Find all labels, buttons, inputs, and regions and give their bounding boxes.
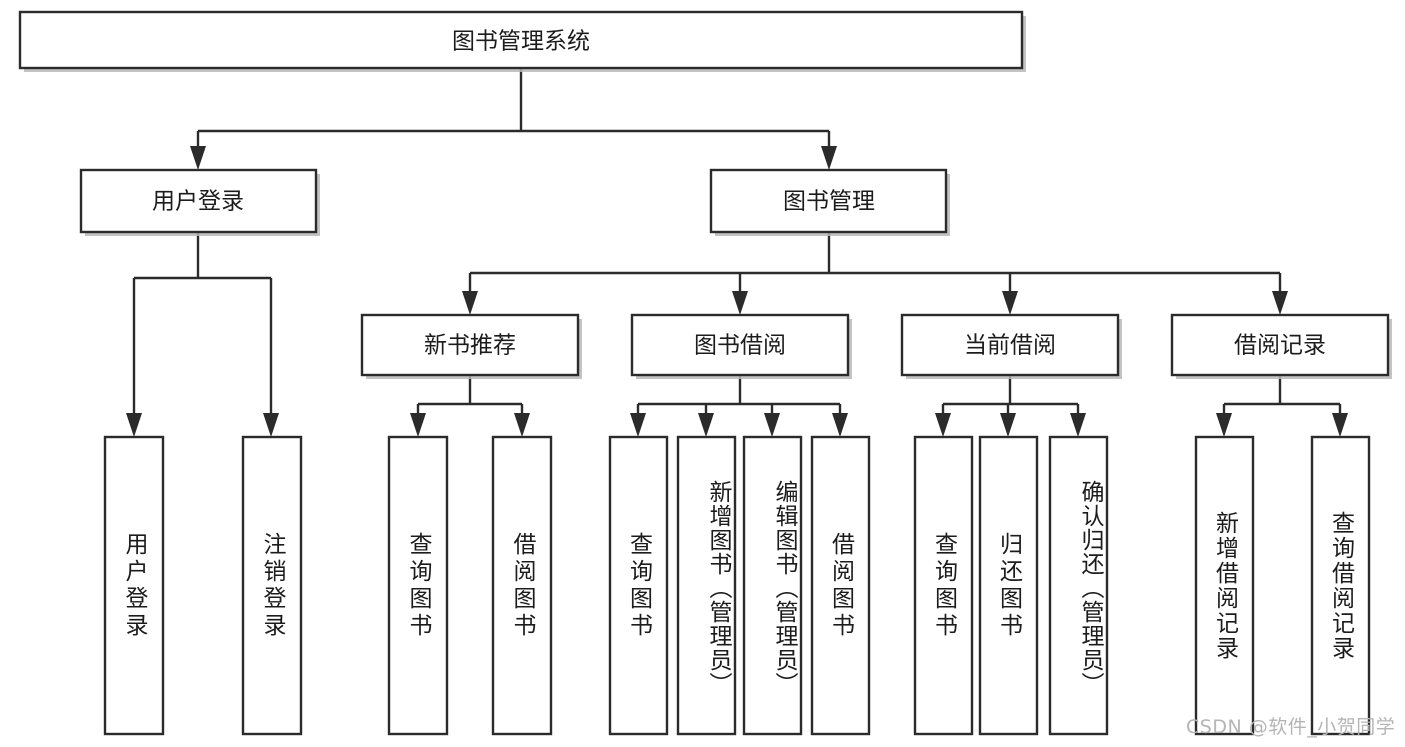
leaf-current-query[interactable]	[913, 435, 974, 736]
leaf-current-return-rect[interactable]	[978, 435, 1039, 736]
arrow-head-borrow	[732, 291, 748, 315]
node-book-management-rect[interactable]	[709, 168, 948, 234]
leaf-label-current-return: 归还图书	[995, 531, 1022, 640]
arrow-head-record	[1272, 291, 1288, 315]
arrow-head-user-login	[190, 146, 206, 170]
leaf-label-borrow-add: 新增图书（管理员）	[705, 479, 731, 696]
node-new-book-recommend-rect[interactable]	[360, 313, 580, 377]
node-user-login-label: 用户登录	[152, 189, 244, 215]
node-book-management[interactable]: 图书管理	[709, 168, 950, 236]
arrow-head-borrow-leaf-1	[630, 413, 646, 437]
arrow-head-newbook-leaf-2	[514, 413, 530, 437]
arrow-head-leaf-logout	[263, 413, 279, 437]
leaf-record-add-rect[interactable]	[1194, 435, 1255, 736]
leaf-newbook-borrow-rect[interactable]	[491, 435, 553, 736]
leaf-label-newbook-query: 查询图书	[405, 531, 431, 640]
leaf-label-borrow-lend: 借阅图书	[827, 531, 854, 640]
leaf-current-confirm-rect[interactable]	[1048, 435, 1109, 736]
leaf-label-current-query: 查询图书	[930, 531, 957, 640]
arrow-head-current	[1002, 291, 1018, 315]
csdn-watermark: CSDN @软件_小贺同学	[1186, 716, 1396, 738]
leaf-label-record-add: 新增借阅记录	[1211, 510, 1238, 661]
leaf-label-user-login: 用户登录	[121, 531, 147, 640]
node-book-borrow-label: 图书借阅	[694, 333, 786, 359]
leaf-newbook-query-rect[interactable]	[387, 435, 449, 736]
leaf-label-borrow-edit: 编辑图书（管理员）	[771, 479, 797, 696]
arrow-head-newbook	[462, 291, 478, 315]
leaf-user-login-login[interactable]	[103, 435, 165, 736]
node-root-label: 图书管理系统	[452, 29, 590, 55]
arrow-head-record-leaf-1	[1216, 413, 1232, 437]
node-root[interactable]: 图书管理系统	[18, 10, 1026, 72]
leaf-borrow-lend[interactable]	[810, 435, 871, 736]
node-borrow-record-rect[interactable]	[1170, 313, 1390, 377]
node-borrow-record[interactable]: 借阅记录	[1170, 313, 1392, 379]
arrow-head-book-mgmt	[821, 146, 837, 170]
leaf-record-add[interactable]	[1194, 435, 1255, 736]
node-user-login-rect[interactable]	[79, 168, 318, 234]
leaf-borrow-edit-rect[interactable]	[742, 435, 803, 736]
arrow-head-current-leaf-1	[935, 413, 951, 437]
arrow-head-record-leaf-2	[1332, 413, 1348, 437]
arrow-head-borrow-leaf-3	[764, 413, 780, 437]
leaf-current-return[interactable]	[978, 435, 1039, 736]
leaf-current-query-rect[interactable]	[913, 435, 974, 736]
leaf-current-confirm[interactable]	[1048, 435, 1109, 736]
connector-layer	[126, 68, 1348, 437]
arrow-head-leaf-user-login	[126, 413, 142, 437]
leaf-borrow-query-rect[interactable]	[608, 435, 669, 736]
leaf-borrow-edit[interactable]	[742, 435, 803, 736]
leaf-record-query-rect[interactable]	[1310, 435, 1371, 736]
node-current-borrow-rect[interactable]	[900, 313, 1120, 377]
leaf-user-login-login-rect[interactable]	[103, 435, 165, 736]
leaf-borrow-query[interactable]	[608, 435, 669, 736]
leaf-borrow-lend-rect[interactable]	[810, 435, 871, 736]
node-user-login[interactable]: 用户登录	[79, 168, 320, 236]
leaf-record-query[interactable]	[1310, 435, 1371, 736]
leaf-newbook-query[interactable]	[387, 435, 449, 736]
arrow-head-current-leaf-2	[1000, 413, 1016, 437]
node-current-borrow-label: 当前借阅	[964, 333, 1056, 359]
leaf-borrow-add[interactable]	[676, 435, 737, 736]
node-new-book-recommend[interactable]: 新书推荐	[360, 313, 582, 379]
leaf-label-borrow-query: 查询图书	[625, 531, 652, 640]
node-book-borrow[interactable]: 图书借阅	[630, 313, 852, 379]
node-borrow-record-label: 借阅记录	[1234, 333, 1326, 359]
leaf-label-newbook-borrow: 借阅图书	[509, 531, 535, 640]
arrow-head-borrow-leaf-2	[698, 413, 714, 437]
arrow-head-borrow-leaf-4	[832, 413, 848, 437]
node-book-borrow-rect[interactable]	[630, 313, 850, 377]
leaf-label-current-confirm: 确认归还（管理员）	[1077, 479, 1103, 696]
leaf-newbook-borrow[interactable]	[491, 435, 553, 736]
leaf-borrow-add-rect[interactable]	[676, 435, 737, 736]
leaf-label-record-query: 查询借阅记录	[1327, 510, 1354, 661]
node-current-borrow[interactable]: 当前借阅	[900, 313, 1122, 379]
node-new-book-recommend-label: 新书推荐	[424, 333, 516, 359]
leaf-user-login-logout[interactable]	[241, 435, 303, 736]
arrow-head-newbook-leaf-1	[410, 413, 426, 437]
arrow-head-current-leaf-3	[1070, 413, 1086, 437]
leaf-label-logout: 注销登录	[259, 531, 285, 640]
node-book-management-label: 图书管理	[783, 189, 875, 215]
node-root-rect[interactable]	[18, 10, 1024, 70]
leaf-user-login-logout-rect[interactable]	[241, 435, 303, 736]
